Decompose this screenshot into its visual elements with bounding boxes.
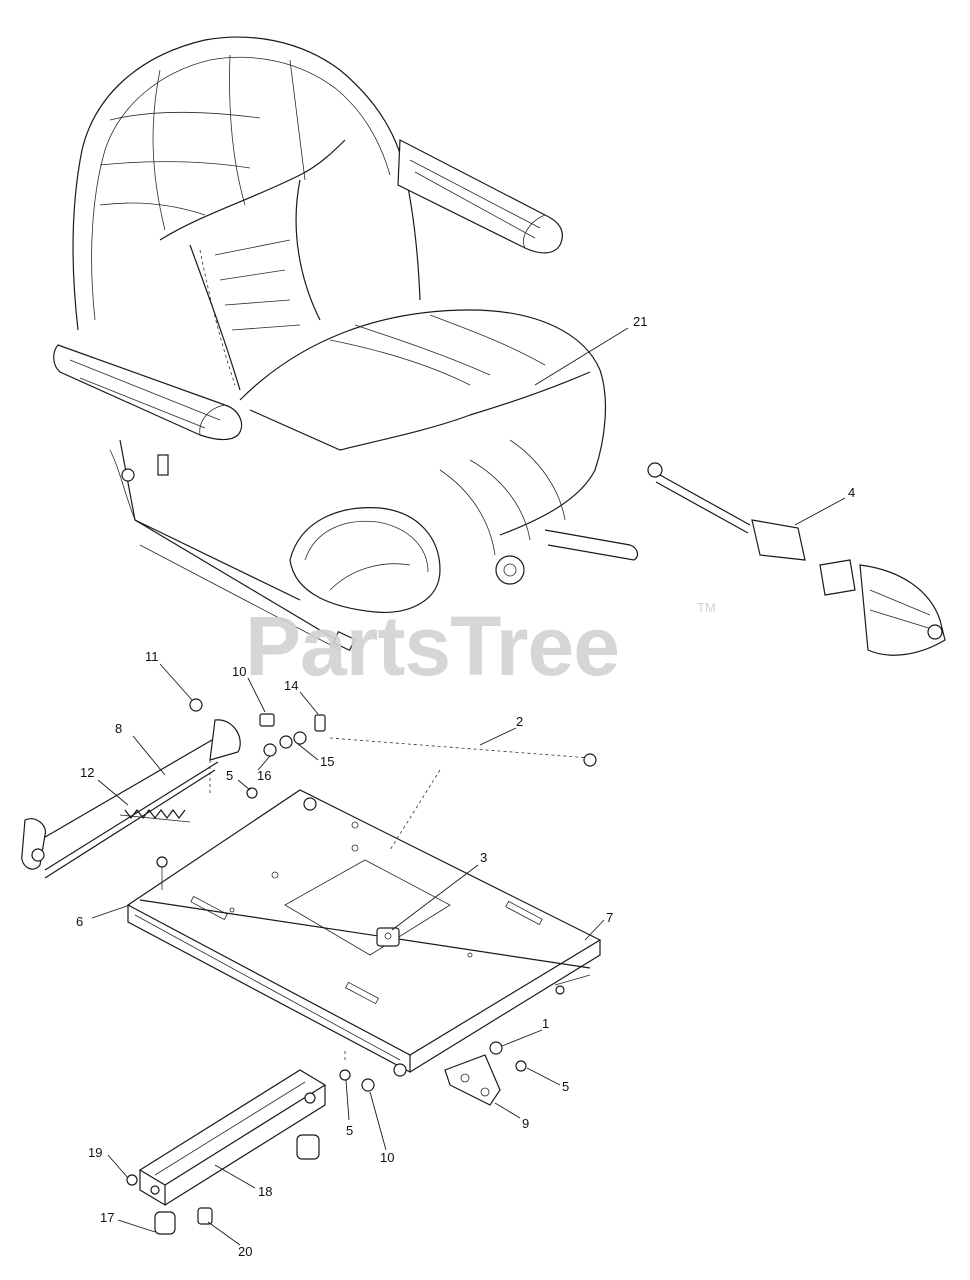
watermark-trademark: TM (697, 600, 716, 615)
callout-19: 19 (88, 1145, 102, 1160)
callout-12: 12 (80, 765, 94, 780)
callout-5: 5 (346, 1123, 353, 1138)
watermark-brand: PartsTree (245, 599, 619, 693)
callout-1: 1 (542, 1016, 549, 1031)
watermark: PartsTree TM (245, 599, 716, 693)
callout-16: 16 (257, 768, 271, 783)
seat-switch-harness (647, 462, 946, 656)
callout-20: 20 (238, 1244, 252, 1259)
callout-5: 5 (226, 768, 233, 783)
seat-assembly (53, 36, 639, 652)
callout-7: 7 (606, 910, 613, 925)
callout-10: 10 (380, 1150, 394, 1165)
callout-21: 21 (633, 314, 647, 329)
callout-10: 10 (232, 664, 246, 679)
callout-14: 14 (284, 678, 298, 693)
callout-5: 5 (562, 1079, 569, 1094)
callout-18: 18 (258, 1184, 272, 1199)
callout-11: 11 (145, 649, 159, 664)
callout-6: 6 (76, 914, 83, 929)
callout-9: 9 (522, 1116, 529, 1131)
callout-15: 15 (320, 754, 334, 769)
callout-8: 8 (115, 721, 122, 736)
callout-labels: 21 4 11 10 14 2 8 16 15 12 5 3 6 7 1 5 9… (76, 314, 855, 1259)
lower-slide-rail (126, 1041, 527, 1235)
callout-2: 2 (516, 714, 523, 729)
seat-mounting-plate (21, 698, 602, 1077)
callout-3: 3 (480, 850, 487, 865)
leader-lines (91, 327, 846, 1246)
callout-4: 4 (848, 485, 855, 500)
callout-17: 17 (100, 1210, 114, 1225)
